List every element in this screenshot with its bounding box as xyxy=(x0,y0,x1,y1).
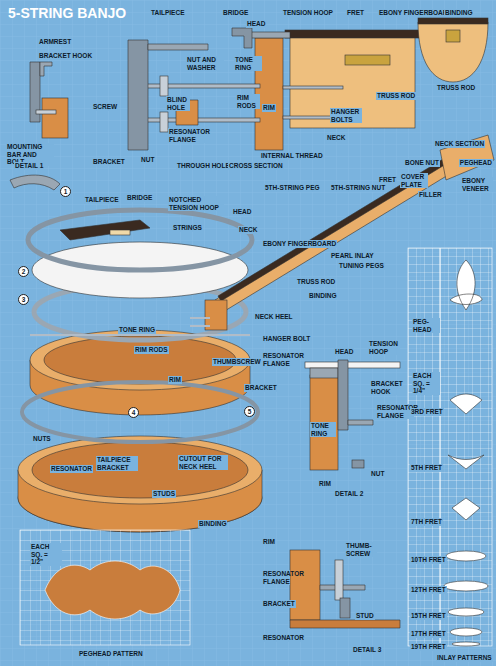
part-label: ARMREST xyxy=(38,38,72,46)
part-label: BRIDGE xyxy=(222,9,249,17)
title: 5-STRING BANJO xyxy=(8,5,126,21)
part-label: BINDING xyxy=(198,520,227,528)
part-label: HANGER BOLT xyxy=(262,335,311,343)
part-label: PEGHEAD PATTERN xyxy=(78,650,144,658)
part-label: HEAD xyxy=(246,20,266,28)
part-label: TENSION HOOP xyxy=(282,9,334,17)
part-label: PEGHEAD xyxy=(459,159,493,167)
part-label: NECK xyxy=(326,134,346,142)
part-label: SCREW xyxy=(92,103,118,111)
part-label: DETAIL 1 xyxy=(14,162,44,170)
part-label: EBONY FINGERBOARD xyxy=(378,9,453,17)
part-label: TRUSS ROD xyxy=(296,278,336,286)
part-label: THROUGH HOLE xyxy=(176,162,231,170)
part-label: TUNING PEGS xyxy=(338,262,385,270)
part-label: TAILPIECE xyxy=(84,196,119,204)
callout-number: 4 xyxy=(128,407,139,418)
part-label: EACH SQ. = 1/2" xyxy=(30,543,62,566)
part-label: DETAIL 3 xyxy=(352,646,382,654)
part-label: BRACKET xyxy=(92,158,126,166)
part-label: 5TH-STRING NUT xyxy=(330,184,386,192)
part-label: RESONATOR FLANGE xyxy=(376,404,414,419)
part-label: EBONY FINGERBOARD xyxy=(262,240,337,248)
part-label: BINDING xyxy=(444,9,473,17)
part-label: NOTCHED TENSION HOOP xyxy=(168,196,224,211)
part-label: HEAD xyxy=(334,348,354,356)
part-label: NECK HEEL xyxy=(254,313,294,321)
part-label: THUMB-SCREW xyxy=(345,542,377,557)
part-label: NECK xyxy=(238,226,258,234)
part-label: NECK SECTION xyxy=(434,140,485,148)
part-label: TRUSS ROD xyxy=(436,84,476,92)
part-label: EACH SQ. = 1/4" xyxy=(412,372,440,395)
part-label: NUTS xyxy=(32,435,52,443)
part-label: RIM xyxy=(262,104,276,112)
part-label: INLAY PATTERNS xyxy=(436,654,493,662)
part-label: RIM xyxy=(262,538,276,546)
part-label: STRINGS xyxy=(172,224,203,232)
part-label: NUT xyxy=(140,156,155,164)
part-label: 5TH-STRING PEG xyxy=(264,184,321,192)
part-label: BONE NUT xyxy=(404,159,440,167)
part-label: EBONY VENEER xyxy=(461,177,493,192)
part-label: BRACKET HOOK xyxy=(370,380,402,395)
part-label: STUD xyxy=(355,612,375,620)
part-label: RIM xyxy=(168,376,182,384)
part-label: TENSION HOOP xyxy=(368,340,400,355)
part-label: TAILPIECE xyxy=(150,9,185,17)
part-label: 3RD FRET xyxy=(410,408,444,416)
part-label: 17TH FRET xyxy=(410,630,447,638)
part-label: RIM RODS xyxy=(134,346,169,354)
part-label: THUMBSCREW xyxy=(212,358,262,366)
part-label: NUT AND WASHER xyxy=(186,56,224,71)
part-label: 15TH FRET xyxy=(410,612,447,620)
part-label: FRET xyxy=(378,176,397,184)
part-label: RESONATOR FLANGE xyxy=(168,128,210,143)
part-label: RESONATOR FLANGE xyxy=(262,352,300,367)
part-label: STUDS xyxy=(152,490,176,498)
part-label: TONE RING xyxy=(118,326,156,334)
part-label: 7TH FRET xyxy=(410,518,443,526)
part-label: RESONATOR FLANGE xyxy=(262,570,290,585)
part-label: 5TH FRET xyxy=(410,464,443,472)
callout-number: 1 xyxy=(60,186,71,197)
part-label: TAILPIECE BRACKET xyxy=(96,456,138,471)
part-label: TONE RING xyxy=(310,422,336,437)
part-label: BRACKET xyxy=(244,384,278,392)
part-label: 19TH FRET xyxy=(410,643,447,651)
part-label: BRACKET HOOK xyxy=(38,52,93,60)
part-label: INTERNAL THREAD xyxy=(260,152,324,160)
part-label: HANGER BOLTS xyxy=(330,108,362,123)
part-label: CROSS SECTION xyxy=(228,162,284,170)
part-label: RESONATOR xyxy=(262,634,305,642)
part-label: 12TH FRET xyxy=(410,586,447,594)
part-label: FRET xyxy=(346,9,365,17)
part-label: PEG-HEAD xyxy=(412,318,440,333)
part-label: BINDING xyxy=(308,292,337,300)
callout-number: 3 xyxy=(18,294,29,305)
part-label: RESONATOR xyxy=(50,465,93,473)
callout-number: 5 xyxy=(244,406,255,417)
part-label: DETAIL 2 xyxy=(334,490,364,498)
part-label: PEARL INLAY xyxy=(330,252,375,260)
part-label: BRIDGE xyxy=(126,194,153,202)
part-label: TRUSS ROD xyxy=(376,92,416,100)
part-label: HEAD xyxy=(232,208,252,216)
part-label: CUTOUT FOR NECK HEEL xyxy=(178,455,228,470)
part-label: RIM xyxy=(318,480,332,488)
part-label: NUT xyxy=(370,470,385,478)
part-label: BRACKET xyxy=(262,600,296,608)
part-label: TONE RING xyxy=(234,56,262,71)
part-label: 10TH FRET xyxy=(410,556,447,564)
part-label: COVER PLATE xyxy=(400,173,428,188)
callout-number: 2 xyxy=(18,266,29,277)
part-label: FILLER xyxy=(418,191,443,199)
part-label: BLIND HOLE xyxy=(166,96,190,111)
part-label: RIM RODS xyxy=(236,94,260,109)
